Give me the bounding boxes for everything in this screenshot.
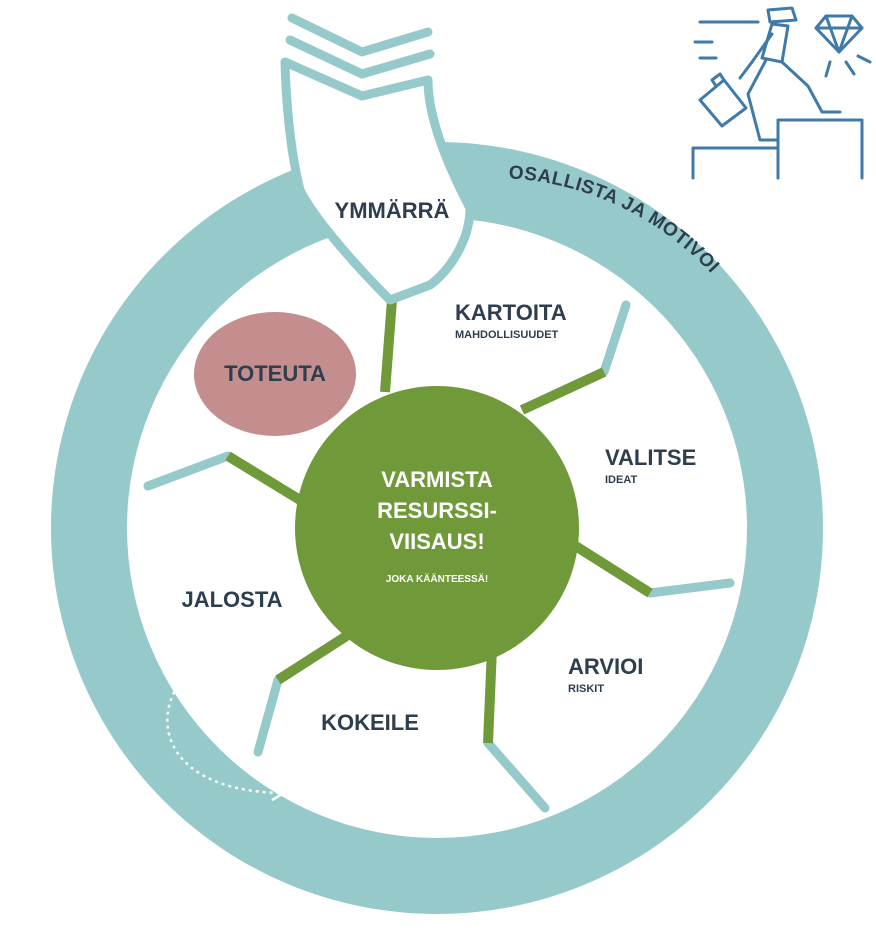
toteuta-highlight [194,312,356,436]
step-jalosta-title: JALOSTA [181,587,282,612]
step-valitse-title: VALITSE [605,445,696,470]
step-valitse-subtitle: IDEAT [605,474,637,486]
step-toteuta-title: TOTEUTA [224,361,326,386]
ymmarra-shape [280,13,475,305]
step-arvioi-title: ARVIOI [568,654,643,679]
person-climbing-steps-to-diamond-icon [691,6,872,180]
green-spokes [225,299,653,744]
center-circle [295,386,579,670]
center-line-2: RESURSSI- [377,498,497,523]
step-ymmarra-title: YMMÄRRÄ [335,198,450,223]
step-kartoita-subtitle: MAHDOLLISUUDET [455,329,559,341]
step-kokeile-title: KOKEILE [321,710,419,735]
step-kartoita-title: KARTOITA [455,300,567,325]
segment-separators [143,300,735,813]
center-line-1: VARMISTA [381,467,493,492]
center-line-3: VIISAUS! [389,529,484,554]
center-subtitle: JOKA KÄÄNTEESSÄ! [386,572,488,585]
dashed-arrow [166,679,289,802]
step-arvioi-subtitle: RISKIT [568,683,604,695]
